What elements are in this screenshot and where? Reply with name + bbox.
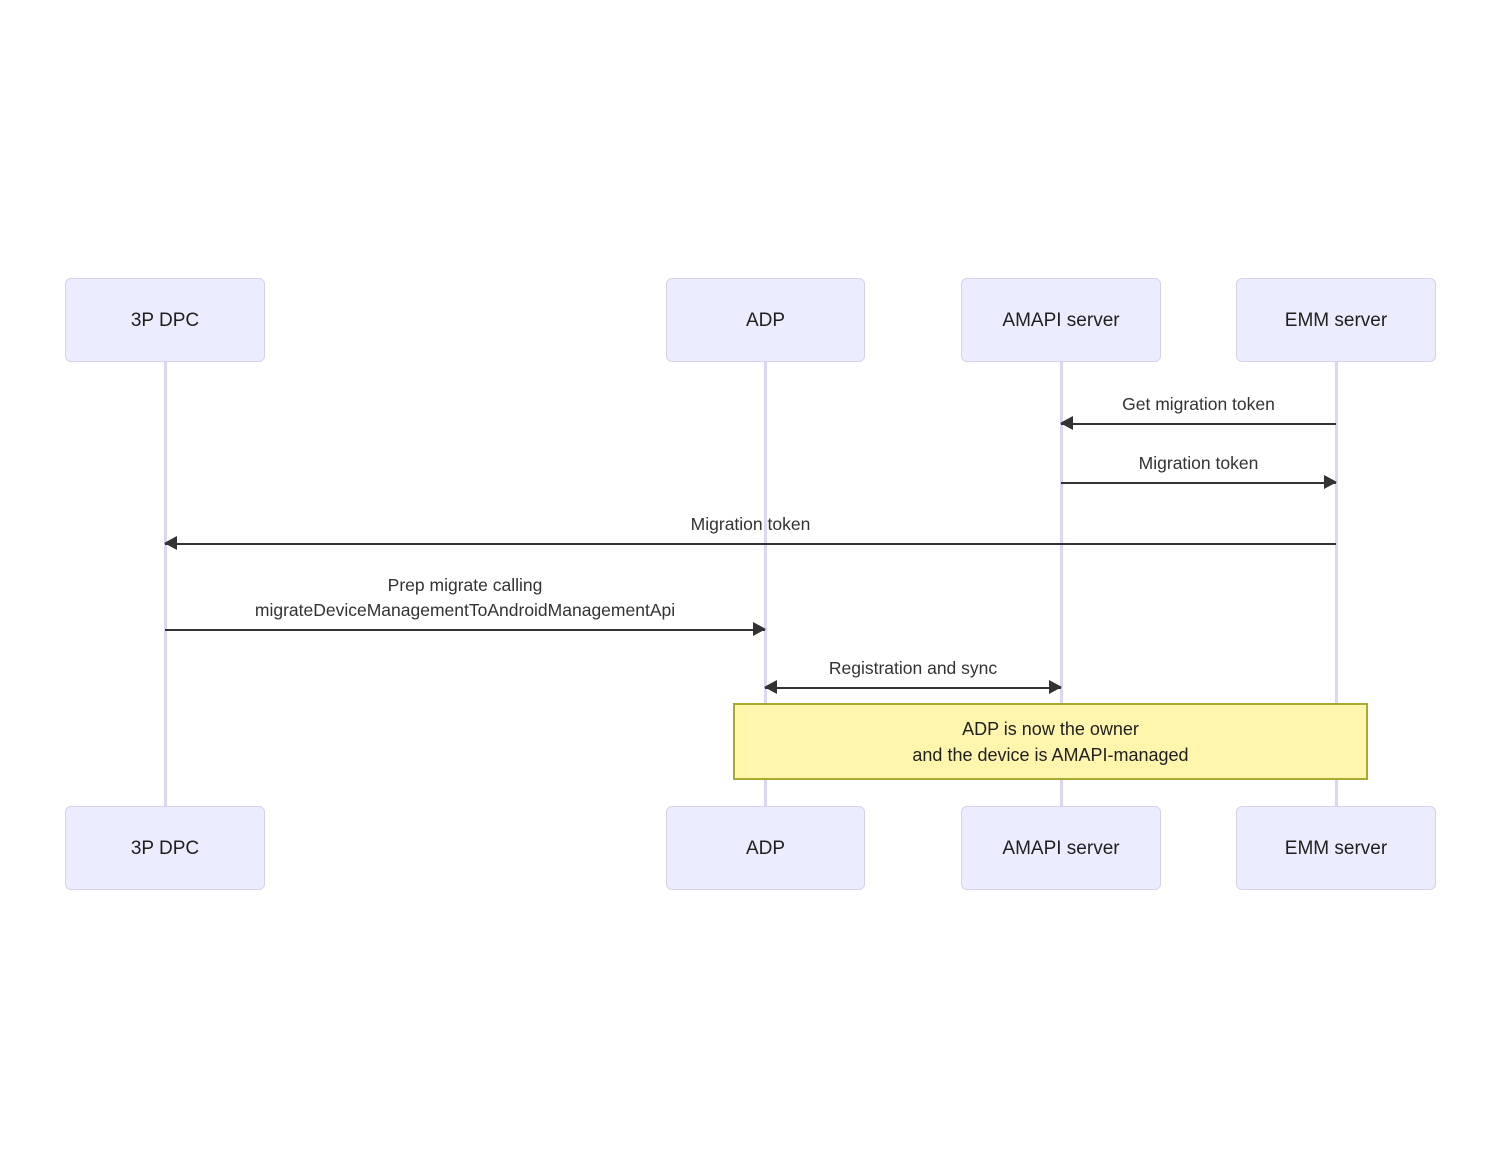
participant-label-emm-bottom: EMM server	[1284, 837, 1388, 859]
participant-label-dpc-bottom: 3P DPC	[130, 837, 200, 859]
message-label-migration-token-amapi-emm: Migration token	[1138, 453, 1259, 473]
message-line-migration-token-amapi-emm	[1061, 482, 1336, 484]
arrowhead-left-icon	[764, 680, 777, 694]
participant-box-amapi-bottom[interactable]: AMAPI server	[961, 806, 1161, 890]
lifeline-amapi	[1060, 362, 1063, 806]
participant-label-amapi-bottom: AMAPI server	[1002, 837, 1120, 859]
participant-box-dpc-bottom[interactable]: 3P DPC	[65, 806, 265, 890]
arrowhead-left-icon	[164, 536, 177, 550]
lifeline-emm	[1335, 362, 1338, 806]
arrowhead-right-icon	[1049, 680, 1062, 694]
message-line-prep-migrate	[165, 629, 765, 631]
participant-box-adp-bottom[interactable]: ADP	[666, 806, 865, 890]
message-line-migration-token-emm-dpc	[165, 543, 1336, 545]
arrowhead-right-icon	[1324, 475, 1337, 489]
participant-box-adp-top[interactable]: ADP	[666, 278, 865, 362]
participant-label-amapi-top: AMAPI server	[1002, 309, 1120, 331]
message-line-get-migration-token	[1061, 423, 1336, 425]
participant-box-emm-bottom[interactable]: EMM server	[1236, 806, 1436, 890]
message-label-get-migration-token: Get migration token	[1122, 394, 1275, 414]
lifeline-dpc	[164, 362, 167, 806]
message-label-registration-and-sync: Registration and sync	[828, 658, 998, 678]
message-label-prep-migrate: Prep migrate calling migrateDeviceManage…	[254, 575, 676, 620]
lifeline-adp	[764, 362, 767, 806]
arrowhead-left-icon	[1060, 416, 1073, 430]
participant-box-dpc-top[interactable]: 3P DPC	[65, 278, 265, 362]
message-line-registration-and-sync	[765, 687, 1061, 689]
participant-box-amapi-top[interactable]: AMAPI server	[961, 278, 1161, 362]
arrowhead-right-icon	[753, 622, 766, 636]
participant-label-adp-top: ADP	[745, 309, 786, 331]
note-line-1: ADP is now the owner	[962, 718, 1139, 739]
note-line-2: and the device is AMAPI-managed	[912, 744, 1189, 765]
participant-label-adp-bottom: ADP	[745, 837, 786, 859]
participant-box-emm-top[interactable]: EMM server	[1236, 278, 1436, 362]
message-label-migration-token-emm-dpc: Migration token	[690, 514, 811, 534]
note-adp-owner: ADP is now the owner and the device is A…	[733, 703, 1368, 780]
participant-label-emm-top: EMM server	[1284, 309, 1388, 331]
participant-label-dpc-top: 3P DPC	[130, 309, 200, 331]
